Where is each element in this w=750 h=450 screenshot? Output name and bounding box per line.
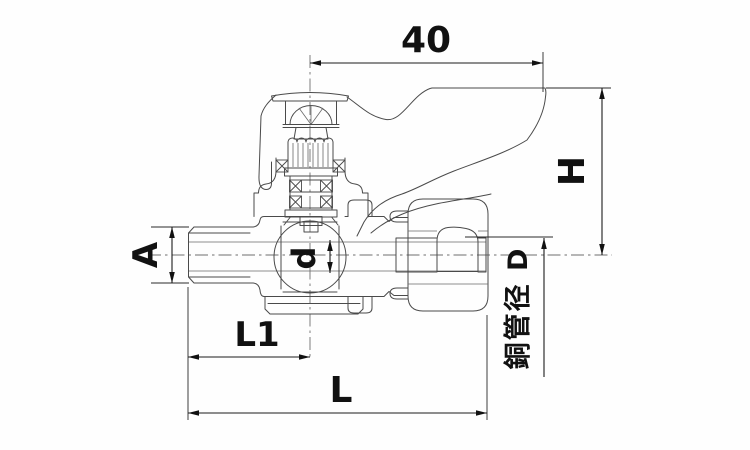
dim-L1-arrow-left bbox=[188, 354, 199, 360]
dim-40-arrow-right bbox=[532, 60, 543, 66]
stem-assembly bbox=[253, 92, 369, 218]
cap-flange bbox=[282, 124, 340, 128]
ball bbox=[273, 220, 347, 294]
stem-seals bbox=[289, 179, 333, 209]
body-outline bbox=[252, 216, 409, 297]
pipe-dome bbox=[436, 226, 479, 272]
spigot-lines bbox=[395, 237, 438, 273]
dim-label-A: A bbox=[126, 241, 166, 268]
body-top-tab bbox=[347, 199, 373, 217]
centerlines bbox=[148, 55, 612, 360]
nut-facet-lines bbox=[408, 230, 488, 285]
knurl-scallops bbox=[287, 137, 334, 143]
handle-left-skirt bbox=[258, 94, 277, 190]
dim-label-H: H bbox=[552, 156, 593, 186]
inlet-pipe bbox=[188, 226, 254, 284]
nut-left-tabs bbox=[389, 210, 409, 300]
dim-L-arrow-right bbox=[476, 410, 487, 416]
gland-packing-seals bbox=[275, 159, 346, 173]
dim-L: L bbox=[188, 315, 488, 420]
dim-L1-arrow-right bbox=[299, 354, 310, 360]
dim-d-arrow-bottom bbox=[327, 262, 333, 273]
knurl-lines bbox=[292, 143, 329, 167]
pipe-stub bbox=[477, 237, 487, 273]
stem-mid bbox=[289, 175, 333, 211]
dim-A: A bbox=[126, 226, 189, 284]
bore-lines bbox=[189, 241, 486, 272]
stem-neck bbox=[293, 127, 329, 140]
dimensions: 40 H A d 銅管径 D bbox=[126, 20, 611, 420]
stem-bottom-flange bbox=[284, 209, 338, 218]
body-bottom-tab bbox=[347, 296, 373, 314]
dim-H-arrow-top bbox=[599, 88, 605, 99]
dim-D: 銅管径 D bbox=[465, 236, 553, 377]
dim-label-d: d bbox=[285, 247, 323, 270]
handle-outline bbox=[346, 87, 547, 237]
knurl-outline bbox=[287, 141, 334, 169]
bonnet-arms bbox=[253, 157, 369, 218]
dim-L-arrow-left bbox=[188, 410, 199, 416]
dim-L1: L1 bbox=[187, 287, 310, 420]
dim-40-arrow-left bbox=[310, 60, 321, 66]
dim-D-arrow-top bbox=[541, 238, 547, 249]
dim-d-arrow-top bbox=[327, 240, 333, 251]
dim-H: H bbox=[546, 87, 611, 255]
nut-outline bbox=[407, 198, 489, 312]
cap-plate bbox=[271, 92, 349, 102]
dim-H-arrow-bottom bbox=[599, 244, 605, 255]
compression-fitting bbox=[389, 198, 489, 312]
cap-fan-lines bbox=[298, 105, 324, 125]
dim-label-copper-pipe-D: 銅管径 D bbox=[502, 247, 534, 370]
dim-d: d bbox=[285, 240, 333, 273]
knurl-flange bbox=[284, 167, 338, 177]
handle bbox=[258, 87, 547, 237]
dim-label-L: L bbox=[330, 370, 353, 411]
dim-40: 40 bbox=[310, 20, 544, 92]
ball-stem-tang bbox=[303, 221, 319, 233]
dim-A-arrow-bottom bbox=[169, 272, 175, 283]
dim-A-extensions bbox=[151, 226, 189, 284]
dim-A-arrow-top bbox=[169, 227, 175, 238]
dim-label-40: 40 bbox=[401, 20, 451, 61]
dim-label-L1: L1 bbox=[234, 315, 279, 355]
bottom-boss bbox=[264, 296, 364, 315]
valve-body bbox=[188, 199, 486, 315]
handle-inner-curve bbox=[370, 193, 492, 234]
